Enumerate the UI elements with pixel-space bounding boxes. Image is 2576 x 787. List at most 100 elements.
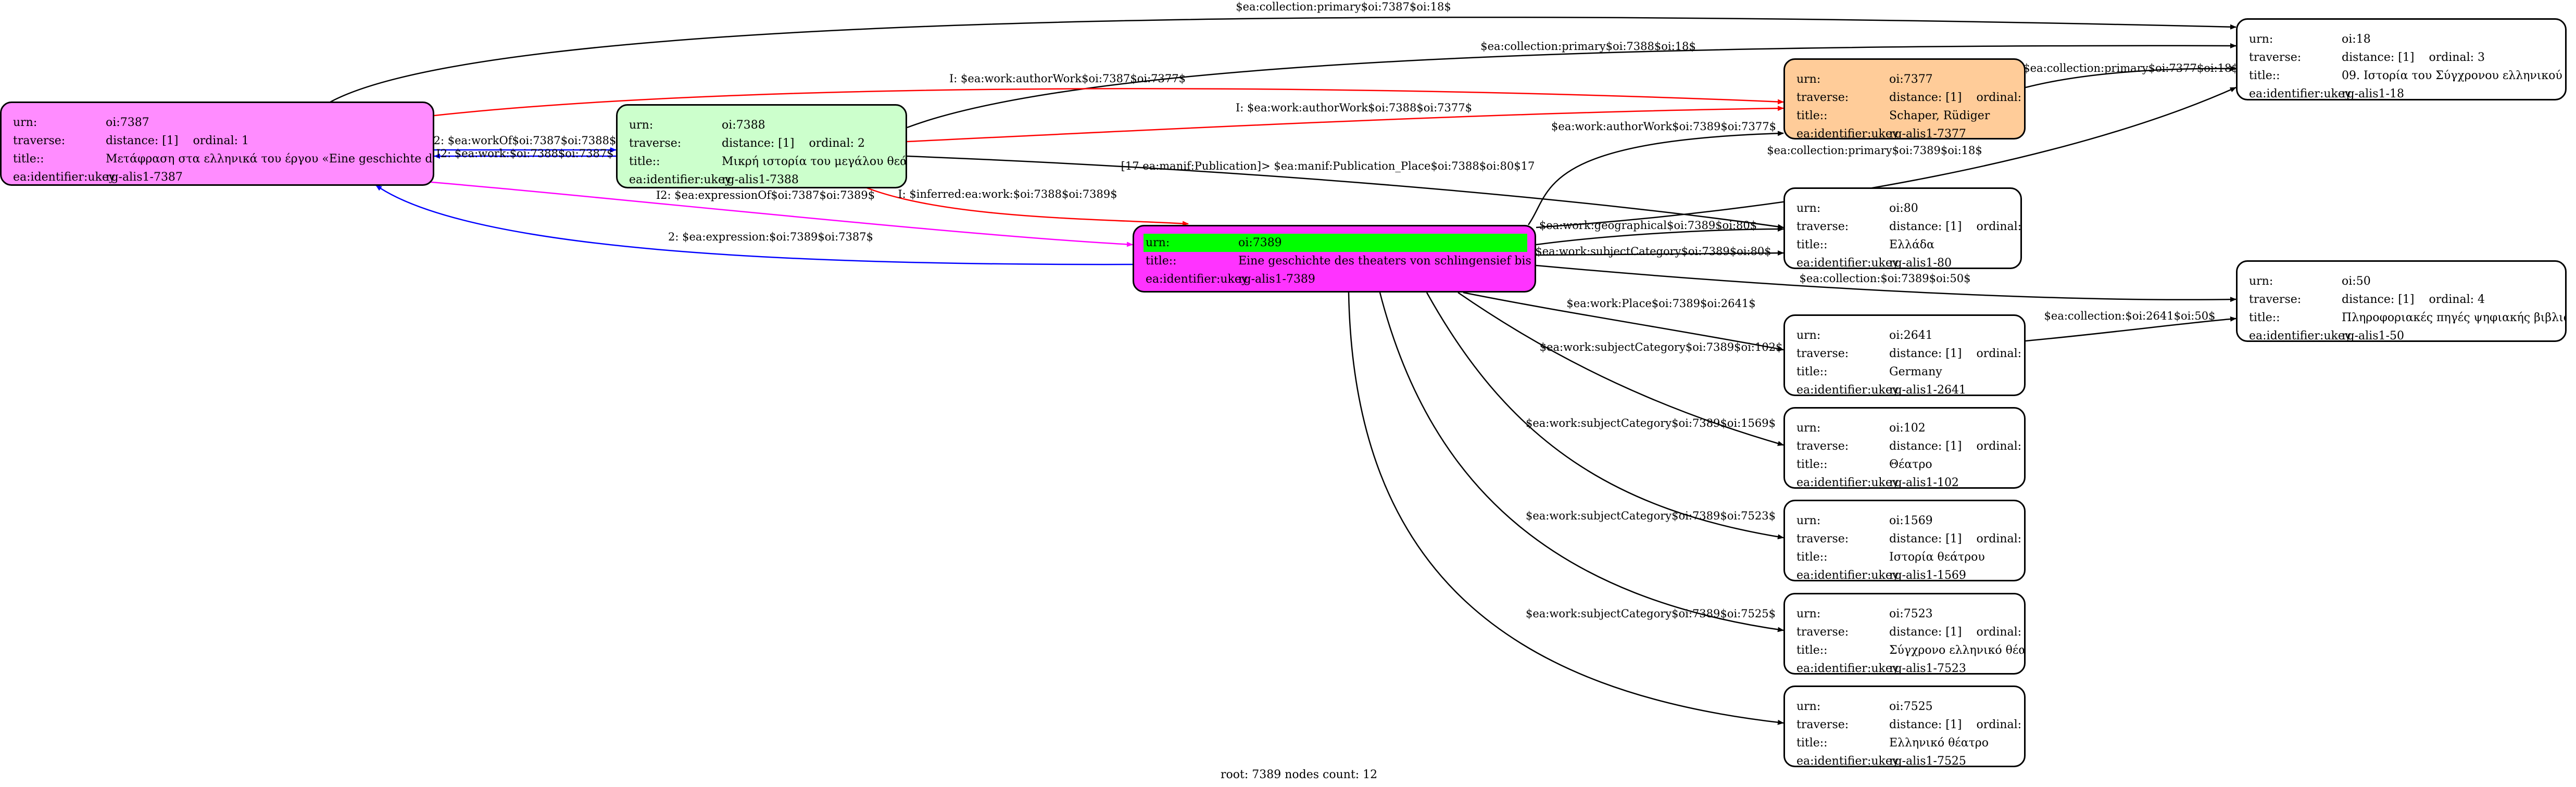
urn-label: urn: (2249, 33, 2273, 46)
node-7388[interactable]: urn:oi:7388 traverse:distance: [1]ordina… (616, 104, 907, 188)
ukey-value: rg-alis1-7387 (106, 171, 183, 184)
node-7525[interactable]: urn:oi:7525 traverse:distance: [1]ordina… (1783, 686, 2026, 767)
urn-value: oi:7525 (1889, 700, 1933, 713)
edge-label-e8: I2: $ea:work:$oi:7388$oi:7387$ (436, 147, 613, 160)
traverse-label: traverse: (1796, 347, 1849, 360)
title-label: title:: (1796, 644, 1828, 657)
edge-e5 (907, 106, 1784, 143)
edge-e17 (1463, 291, 1784, 351)
urn-label: urn: (629, 119, 654, 132)
edge-e9 (1536, 86, 2236, 229)
ukey-value: rg-alis1-7525 (1889, 755, 1966, 767)
node-7377[interactable]: urn:oi:7377 traverse:distance: [1]ordina… (1783, 58, 2026, 139)
ukey-label: ea:identifier:ukey (1796, 476, 1899, 489)
ordinal-value: ordinal: 5 (1976, 347, 2024, 360)
ukey-value: rg-alis1-18 (2342, 87, 2404, 100)
edge-e12 (859, 184, 1189, 226)
urn-value: oi:7389 (1236, 234, 1527, 252)
urn-label: urn: (1796, 422, 1821, 435)
ordinal-value: ordinal: 8 (1976, 626, 2024, 639)
edge-label-e15: $ea:work:subjectCategory$oi:7389$oi:80$ (1535, 245, 1771, 258)
traverse-label: traverse: (2249, 51, 2302, 64)
ukey-label: ea:identifier:ukey (1796, 128, 1899, 139)
ukey-label: ea:identifier:ukey (13, 171, 116, 184)
edge-e13 (375, 184, 1136, 265)
urn-value: oi:7377 (1889, 73, 1933, 86)
distance-value: distance: [1] (1889, 440, 1962, 453)
urn-value: oi:7387 (106, 116, 149, 129)
traverse-label: traverse: (1796, 718, 1849, 731)
edge-label-e5: I: $ea:work:authorWork$oi:7388$oi:7377$ (1236, 101, 1472, 114)
node-7523[interactable]: urn:oi:7523 traverse:distance: [1]ordina… (1783, 593, 2026, 675)
title-label: title:: (1796, 737, 1828, 750)
edge-e18 (2025, 316, 2236, 342)
ordinal-value: ordinal: 3 (2429, 51, 2485, 64)
edge-e16 (1536, 264, 2236, 302)
title-label: title:: (1796, 365, 1828, 378)
urn-label: urn: (1796, 607, 1821, 620)
urn-value: oi:1569 (1889, 514, 1933, 527)
title-label: title:: (1796, 238, 1828, 251)
ukey-value: rg-alis1-102 (1889, 476, 1959, 489)
urn-label: urn: (1796, 73, 1821, 86)
ordinal-value: ordinal: 4 (2429, 293, 2485, 306)
traverse-label: traverse: (13, 134, 66, 147)
title-label: title:: (629, 155, 660, 168)
urn-value: oi:18 (2342, 33, 2371, 46)
distance-value: distance: [1] (106, 134, 179, 147)
edge-label-e6: $ea:work:authorWork$oi:7389$oi:7377$ (1551, 120, 1776, 133)
edge-label-e3: $ea:collection:primary$oi:7377$oi:18$ (2023, 62, 2238, 74)
ukey-label: ea:identifier:ukey (2249, 329, 2352, 342)
urn-value: oi:7388 (722, 119, 765, 132)
title-value: Μετάφραση στα ελληνικά του έργου «Eine g… (106, 153, 433, 166)
edge-e20 (1426, 292, 1784, 540)
edge-label-e1: $ea:collection:primary$oi:7387$oi:18$ (1236, 1, 1451, 13)
edge-e19 (1457, 291, 1784, 446)
traverse-label: traverse: (1796, 626, 1849, 639)
title-value: 09. Ιστορία του Σύγχρονου ελληνικού θεάτ… (2342, 69, 2565, 82)
title-value: Ελληνικό θέατρο (1889, 737, 1989, 750)
ukey-value: rg-alis1-2641 (1889, 384, 1966, 396)
edge-label-e20: $ea:work:subjectCategory$oi:7389$oi:1569… (1526, 417, 1776, 429)
ukey-value: rg-alis1-7377 (1889, 128, 1966, 139)
edge-e14 (1536, 226, 1784, 246)
node-7387[interactable]: urn:oi:7387 traverse:distance: [1]ordina… (0, 101, 434, 186)
distance-value: distance: [1] (1889, 718, 1962, 731)
traverse-label: traverse: (2249, 293, 2302, 306)
node-2641[interactable]: urn:oi:2641 traverse:distance: [1]ordina… (1783, 314, 2026, 396)
node-7389-root[interactable]: urn:oi:7389 title::Eine geschichte des t… (1133, 225, 1536, 293)
objtype-value: auth-work (1238, 288, 1298, 291)
edge-e4 (434, 88, 1784, 117)
ordinal-value: ordinal: 11 (1976, 532, 2024, 545)
ukey-label: ea:identifier:ukey (1796, 662, 1899, 675)
distance-value: distance: [1] (722, 137, 795, 150)
edge-label-e21: $ea:work:subjectCategory$oi:7389$oi:7523… (1526, 510, 1776, 522)
title-value: Eine geschichte des theaters von schling… (1238, 255, 1535, 268)
ordinal-value: ordinal: 9 (1976, 718, 2024, 731)
node-102[interactable]: urn:oi:102 traverse:distance: [1]ordinal… (1783, 407, 2026, 489)
title-label: title:: (2249, 311, 2280, 324)
urn-label: urn: (1796, 514, 1821, 527)
edge-label-e2: $ea:collection:primary$oi:7388$oi:18$ (1480, 40, 1695, 53)
title-value: Μικρή ιστορία του μεγάλου θεάτρου (722, 155, 907, 168)
edge-label-e14: $ea:work:geographical$oi:7389$oi:80$ (1539, 219, 1757, 232)
edge-e2 (907, 43, 2236, 129)
title-value: Schaper, Rüdiger (1889, 109, 1990, 122)
edge-label-e18: $ea:collection:$oi:2641$oi:50$ (2044, 310, 2216, 322)
urn-value: oi:102 (1889, 422, 1926, 435)
traverse-label: traverse: (629, 137, 682, 150)
edge-e1 (323, 17, 2236, 107)
node-80[interactable]: urn:oi:80 traverse:distance: [1]ordinal:… (1783, 187, 2022, 269)
urn-label: urn: (2249, 275, 2273, 288)
node-1569[interactable]: urn:oi:1569 traverse:distance: [1]ordina… (1783, 500, 2026, 581)
node-18[interactable]: urn:oi:18 traverse:distance: [1]ordinal:… (2236, 18, 2567, 100)
edge-label-e19: $ea:work:subjectCategory$oi:7389$oi:102$ (1540, 341, 1783, 353)
ukey-label: ea:identifier:ukey (2249, 87, 2352, 100)
edge-e6 (1527, 131, 1784, 225)
ordinal-value: ordinal: 6 (1976, 91, 2024, 104)
node-50[interactable]: urn:oi:50 traverse:distance: [1]ordinal:… (2236, 260, 2567, 342)
edge-label-e17: $ea:work:Place$oi:7389$oi:2641$ (1566, 297, 1755, 310)
title-value: Germany (1889, 365, 1942, 378)
edge-label-e22: $ea:work:subjectCategory$oi:7389$oi:7525… (1526, 607, 1776, 620)
